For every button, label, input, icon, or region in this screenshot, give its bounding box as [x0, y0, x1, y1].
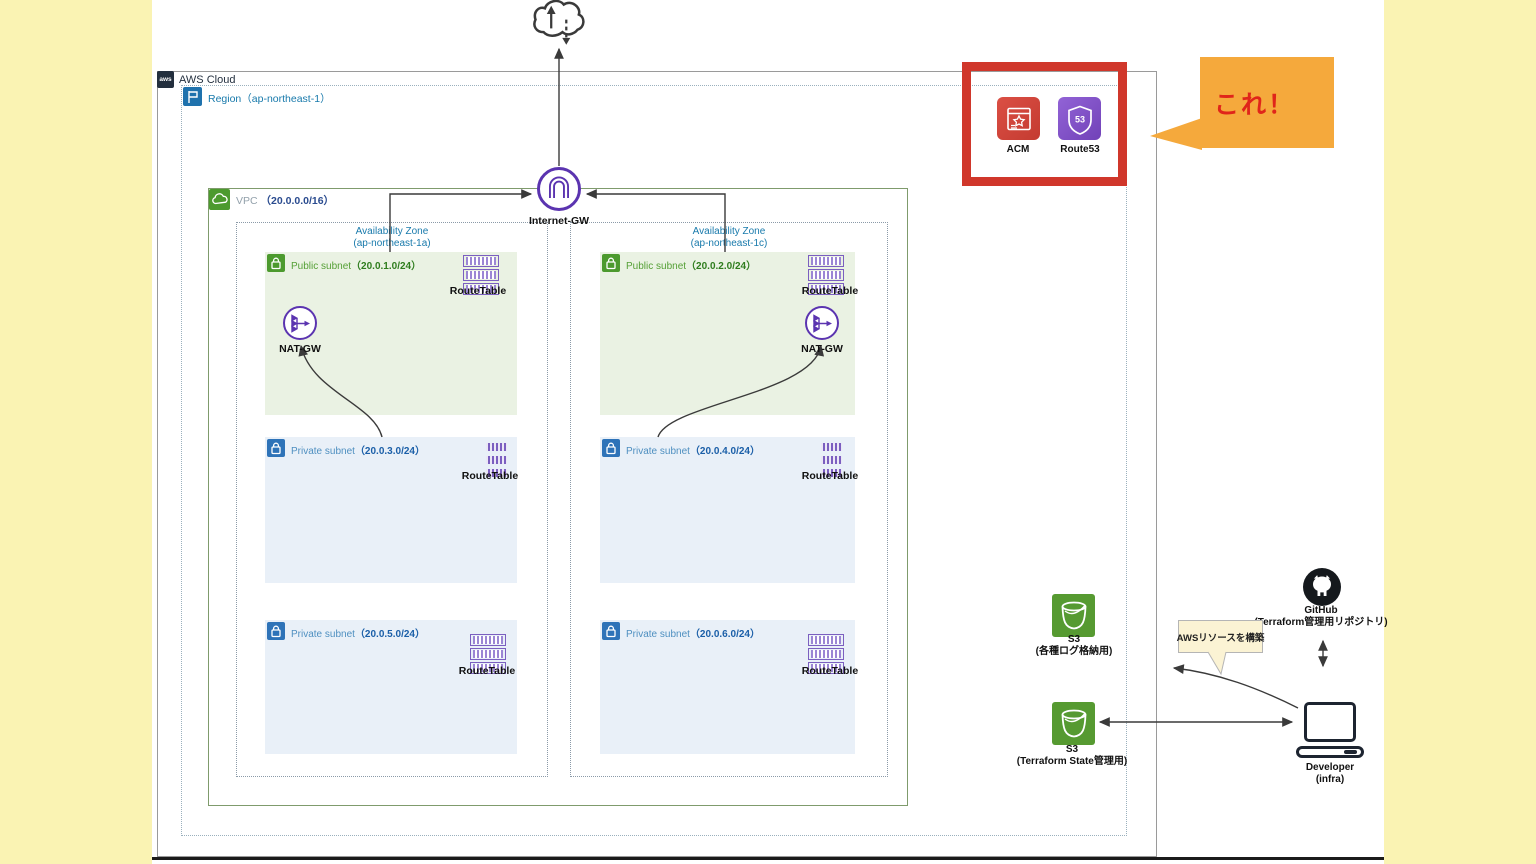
route-table-label: RouteTable: [449, 285, 507, 297]
acm-icon: [997, 97, 1040, 140]
public-subnet-lock-icon: [267, 254, 285, 272]
acm-label: ACM: [1006, 144, 1030, 155]
highlight-red-box: [962, 62, 1127, 186]
callout-text: これ！: [1214, 90, 1296, 119]
build-note-tail: [1207, 651, 1227, 676]
route-table-icon: [808, 634, 844, 674]
vpc-name: VPC: [236, 195, 258, 207]
internet-gateway-icon: [537, 167, 581, 211]
region-label: Region（ap-northeast-1）: [208, 93, 331, 105]
nat-gateway-icon-a: [283, 306, 317, 340]
build-note-text: AWSリソースを構築: [1176, 632, 1265, 644]
private-subnet-6: Private subnet（20.0.6.0/24） RouteTable: [600, 620, 858, 754]
subnet-label: Private subnet（20.0.5.0/24）: [291, 629, 425, 640]
private-subnet-lock-icon: [267, 439, 285, 457]
internet-gateway-label: Internet-GW: [528, 215, 590, 227]
developer-laptop-base: [1296, 746, 1364, 758]
private-subnet-4: Private subnet（20.0.4.0/24） RouteTable: [600, 437, 858, 583]
route-table-label: RouteTable: [458, 665, 516, 677]
svg-text:53: 53: [1074, 114, 1084, 124]
build-note-bubble: AWSリソースを構築: [1176, 620, 1265, 653]
private-subnet-3: Private subnet（20.0.3.0/24） RouteTable: [265, 437, 518, 583]
region-icon: [183, 87, 202, 106]
vpc-cidr: （20.0.0.0/16）: [260, 195, 335, 207]
nat-gateway-label-c: NAT-GW: [801, 343, 843, 355]
slide-bottom-edge: [152, 857, 1384, 860]
route-table-icon: [470, 634, 506, 674]
route-table-label: RouteTable: [801, 470, 859, 482]
route-table-icon: [483, 441, 510, 479]
callout-bubble: これ！: [1200, 57, 1334, 148]
private-subnet-5: Private subnet（20.0.5.0/24） RouteTable: [265, 620, 517, 754]
route-table-icon: [463, 255, 499, 295]
private-subnet-lock-icon: [267, 622, 285, 640]
region-boundary: [181, 85, 1127, 836]
az-1a-label: Availability Zone(ap-northeast-1a): [353, 226, 431, 249]
route-table-label: RouteTable: [801, 665, 859, 677]
s3-logs-icon: [1052, 594, 1095, 637]
availability-zone-1c: [570, 222, 888, 777]
aws-cloud-label: AWS Cloud: [179, 74, 236, 86]
route53-icon: 53: [1058, 97, 1101, 140]
subnet-label: Private subnet（20.0.6.0/24）: [626, 629, 760, 640]
nat-gateway-label-a: NAT-GW: [279, 343, 321, 355]
route-table-icon: [808, 255, 844, 295]
route-table-label: RouteTable: [461, 470, 519, 482]
az-1c-label: Availability Zone(ap-northeast-1c): [690, 226, 768, 249]
private-subnet-lock-icon: [602, 439, 620, 457]
github-label: GitHub(Terraform管理用リポジトリ): [1254, 605, 1388, 628]
subnet-label: Public subnet（20.0.1.0/24）: [291, 261, 422, 272]
developer-label: Developer(infra): [1305, 762, 1355, 785]
s3-state-label: S3(Terraform State管理用): [1016, 744, 1128, 767]
developer-laptop-icon: [1304, 702, 1356, 742]
aws-cloud-boundary: [157, 71, 1157, 857]
vpc-label: VPC （20.0.0.0/16）: [236, 193, 334, 208]
subnet-label: Private subnet（20.0.3.0/24）: [291, 446, 425, 457]
github-icon: [1303, 568, 1341, 606]
private-subnet-lock-icon: [602, 622, 620, 640]
subnet-label: Private subnet（20.0.4.0/24）: [626, 446, 760, 457]
route-table-icon: [818, 441, 845, 479]
route-table-label: RouteTable: [801, 285, 859, 297]
vpc-icon: [209, 189, 230, 210]
s3-logs-label: S3(各種ログ格納用): [1035, 634, 1113, 657]
nat-gateway-icon-c: [805, 306, 839, 340]
subnet-label: Public subnet（20.0.2.0/24）: [626, 261, 757, 272]
public-subnet-lock-icon: [602, 254, 620, 272]
internet-cloud-icon: [533, 0, 585, 45]
s3-state-icon: [1052, 702, 1095, 745]
route53-label: Route53: [1060, 144, 1100, 155]
aws-logo-icon: aws: [157, 71, 174, 88]
